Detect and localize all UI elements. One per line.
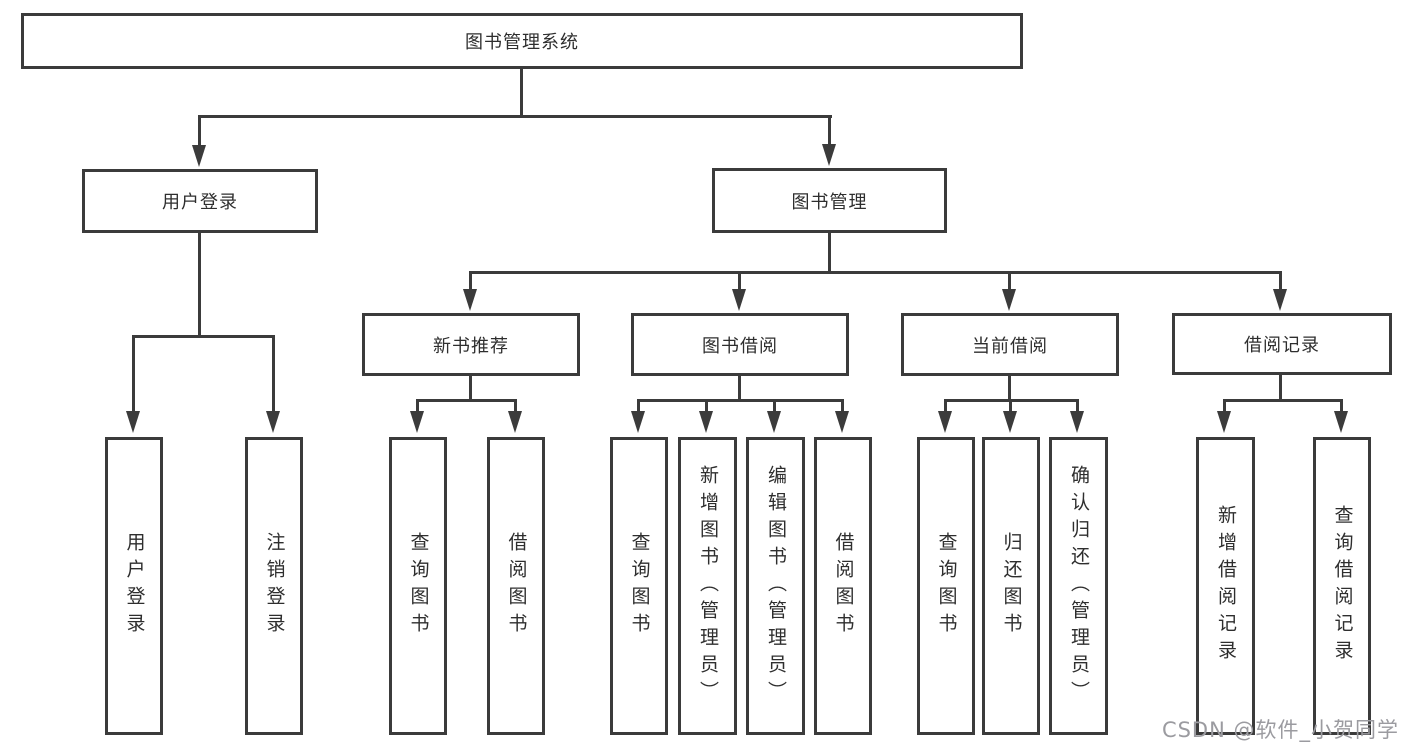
arrow-down-icon: [1070, 411, 1084, 433]
connector-line: [1279, 271, 1282, 291]
connector-line: [1223, 399, 1343, 402]
arrow-down-icon: [1003, 411, 1017, 433]
connector-line: [416, 399, 419, 413]
connector-line: [841, 399, 844, 413]
node-user-login: 用户登录: [82, 169, 318, 233]
connector-line: [944, 399, 947, 413]
arrow-down-icon: [410, 411, 424, 433]
node-current-borrowing: 当前借阅: [901, 313, 1119, 376]
arrow-down-icon: [732, 289, 746, 311]
connector-line: [738, 271, 741, 291]
connector-line: [828, 115, 831, 148]
leaf-borrow-books: 借阅图书: [814, 437, 872, 735]
connector-line: [198, 233, 201, 338]
arrow-down-icon: [463, 289, 477, 311]
arrow-down-icon: [126, 411, 140, 433]
arrow-down-icon: [192, 145, 206, 167]
connector-line: [1009, 399, 1012, 413]
connector-line: [469, 376, 472, 402]
leaf-return-books: 归还图书: [982, 437, 1040, 735]
leaf-add-books-admin: 新增图书（管理员）: [678, 437, 737, 735]
leaf-query-books: 查询图书: [610, 437, 668, 735]
arrow-down-icon: [266, 411, 280, 433]
arrow-down-icon: [699, 411, 713, 433]
connector-line: [132, 335, 135, 413]
arrow-down-icon: [1002, 289, 1016, 311]
leaf-borrow-books: 借阅图书: [487, 437, 545, 735]
arrow-down-icon: [822, 144, 836, 166]
connector-line: [1279, 375, 1282, 402]
connector-line: [416, 399, 517, 402]
connector-line: [1340, 399, 1343, 413]
connector-line: [198, 115, 201, 148]
arrow-down-icon: [1273, 289, 1287, 311]
node-book-borrowing: 图书借阅: [631, 313, 849, 376]
leaf-query-books: 查询图书: [917, 437, 975, 735]
leaf-edit-books-admin: 编辑图书（管理员）: [746, 437, 805, 735]
csdn-watermark: CSDN @软件_小贺同学: [1161, 718, 1399, 742]
leaf-user-login: 用户登录: [105, 437, 163, 735]
connector-line: [1008, 376, 1011, 402]
connector-line: [469, 271, 1282, 274]
node-root-system: 图书管理系统: [21, 13, 1023, 69]
connector-line: [272, 335, 275, 413]
connector-line: [828, 233, 831, 274]
connector-line: [1076, 399, 1079, 413]
leaf-query-books: 查询图书: [389, 437, 447, 735]
node-new-book-recommendation: 新书推荐: [362, 313, 580, 376]
connector-line: [637, 399, 844, 402]
connector-line: [198, 115, 832, 118]
arrow-down-icon: [1334, 411, 1348, 433]
arrow-down-icon: [631, 411, 645, 433]
leaf-logout: 注销登录: [245, 437, 303, 735]
connector-line: [520, 69, 523, 118]
arrow-down-icon: [835, 411, 849, 433]
connector-line: [514, 399, 517, 413]
connector-line: [469, 271, 472, 291]
connector-line: [705, 399, 708, 413]
connector-line: [1223, 399, 1226, 413]
node-book-management: 图书管理: [712, 168, 947, 233]
connector-line: [637, 399, 640, 413]
arrow-down-icon: [1217, 411, 1231, 433]
connector-line: [1008, 271, 1011, 291]
arrow-down-icon: [938, 411, 952, 433]
leaf-query-borrow-record: 查询借阅记录: [1313, 437, 1371, 735]
leaf-confirm-return-admin: 确认归还（管理员）: [1049, 437, 1108, 735]
arrow-down-icon: [767, 411, 781, 433]
node-borrowing-records: 借阅记录: [1172, 313, 1392, 375]
arrow-down-icon: [508, 411, 522, 433]
connector-line: [132, 335, 275, 338]
connector-line: [738, 376, 741, 402]
connector-line: [773, 399, 776, 413]
leaf-add-borrow-record: 新增借阅记录: [1196, 437, 1255, 735]
